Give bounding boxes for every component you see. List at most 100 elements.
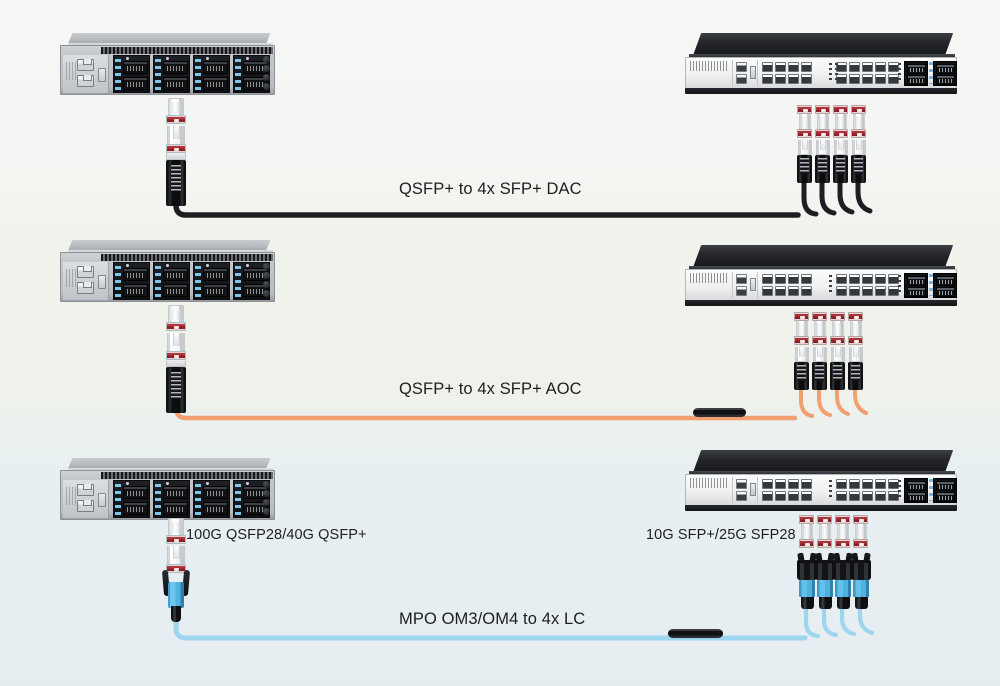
qsfp-cage[interactable]	[163, 284, 188, 297]
switch-right-aoc[interactable]	[685, 245, 957, 307]
management-port-group[interactable]	[732, 272, 758, 298]
pull-tab-icon[interactable]	[795, 321, 808, 336]
pull-tab-icon[interactable]	[168, 305, 184, 322]
sfp28-transceiver-right[interactable]	[798, 515, 815, 548]
usb-port[interactable]	[98, 275, 106, 289]
rj45-port[interactable]	[77, 266, 94, 278]
usb-port[interactable]	[750, 483, 756, 496]
qsfp-cage[interactable]	[123, 502, 148, 515]
qsfp-port-group[interactable]	[113, 262, 150, 300]
qsfp-aoc-connector-left[interactable]	[165, 305, 187, 413]
qsfp-cage[interactable]	[163, 77, 188, 90]
sfp-port-group[interactable]	[933, 61, 957, 86]
rj45-port-group[interactable]	[836, 61, 914, 86]
usb-port[interactable]	[750, 278, 756, 291]
qsfp-cage[interactable]	[163, 486, 188, 499]
rj45-console-port[interactable]	[736, 62, 747, 72]
qsfp-port-group[interactable]	[193, 262, 230, 300]
sfp-port-group[interactable]	[904, 273, 928, 298]
sfp-aoc-connector-right[interactable]	[847, 312, 864, 390]
rj45-port[interactable]	[77, 282, 94, 294]
rj45-port[interactable]	[77, 484, 94, 496]
qsfp-cage[interactable]	[203, 77, 228, 90]
usb-port[interactable]	[98, 493, 106, 507]
management-port-group[interactable]	[732, 477, 758, 503]
usb-port[interactable]	[750, 66, 756, 79]
pull-tab-icon[interactable]	[852, 114, 865, 129]
sfp-port-group[interactable]	[933, 273, 957, 298]
sfp-aoc-connector-right[interactable]	[811, 312, 828, 390]
rj45-port[interactable]	[77, 59, 94, 71]
qsfp-cage[interactable]	[123, 486, 148, 499]
sfp28-transceiver-right[interactable]	[852, 515, 869, 548]
sfp-port-group[interactable]	[904, 478, 928, 503]
qsfp-cage[interactable]	[123, 268, 148, 281]
pull-tab-icon[interactable]	[816, 114, 829, 129]
pull-tab-icon[interactable]	[168, 518, 184, 535]
qsfp-cage[interactable]	[203, 502, 228, 515]
pull-tab-icon[interactable]	[168, 98, 184, 115]
switch-left-dac[interactable]	[60, 33, 275, 95]
rj45-port-group[interactable]	[762, 273, 826, 298]
switch-right-dac[interactable]	[685, 33, 957, 95]
qsfp-port-group[interactable]	[113, 55, 150, 93]
pull-tab-icon[interactable]	[813, 321, 826, 336]
rj45-console-port[interactable]	[736, 274, 747, 284]
rj45-port[interactable]	[77, 75, 94, 87]
qsfp-cage[interactable]	[203, 61, 228, 74]
sfp-aoc-connector-right[interactable]	[793, 312, 810, 390]
rj45-port-group[interactable]	[844, 61, 904, 86]
switch-left-aoc[interactable]	[60, 240, 275, 302]
rj45-port-group[interactable]	[836, 478, 914, 503]
rj45-port-group[interactable]	[836, 273, 914, 298]
qsfp-port-group[interactable]	[193, 55, 230, 93]
qsfp-port-group[interactable]	[193, 480, 230, 518]
qsfp-port-group[interactable]	[153, 480, 190, 518]
pull-tab-icon[interactable]	[834, 114, 847, 129]
sfp-dac-connector-right[interactable]	[850, 105, 867, 183]
sfp-dac-connector-right[interactable]	[832, 105, 849, 183]
qsfp-cage[interactable]	[163, 268, 188, 281]
switch-left-mpo[interactable]	[60, 458, 275, 520]
pull-tab-icon[interactable]	[818, 524, 831, 539]
qsfp-cage[interactable]	[123, 61, 148, 74]
pull-tab-icon[interactable]	[831, 321, 844, 336]
rj45-port[interactable]	[77, 500, 94, 512]
usb-port[interactable]	[98, 68, 106, 82]
qsfp28-transceiver-left[interactable]	[165, 518, 187, 573]
rj45-mgmt-port[interactable]	[736, 286, 747, 296]
lc-duplex-connector[interactable]	[797, 560, 817, 609]
lc-duplex-connector[interactable]	[833, 560, 853, 609]
lc-duplex-connector[interactable]	[815, 560, 835, 609]
qsfp-cage[interactable]	[123, 284, 148, 297]
lc-duplex-connector[interactable]	[851, 560, 871, 609]
qsfp-cage[interactable]	[203, 486, 228, 499]
qsfp-port-group[interactable]	[153, 262, 190, 300]
management-port-group[interactable]	[732, 60, 758, 86]
switch-right-mpo[interactable]	[685, 450, 957, 512]
qsfp-cage[interactable]	[163, 502, 188, 515]
sfp-port-group[interactable]	[933, 478, 957, 503]
sfp28-transceiver-right[interactable]	[834, 515, 851, 548]
qsfp-port-group[interactable]	[153, 55, 190, 93]
pull-tab-icon[interactable]	[854, 524, 867, 539]
rj45-port-group[interactable]	[762, 478, 826, 503]
rj45-mgmt-port[interactable]	[736, 74, 747, 84]
qsfp-cage[interactable]	[243, 502, 268, 515]
sfp-dac-connector-right[interactable]	[814, 105, 831, 183]
qsfp-cage[interactable]	[163, 61, 188, 74]
rj45-mgmt-port[interactable]	[736, 491, 747, 501]
rj45-console-port[interactable]	[736, 479, 747, 489]
pull-tab-icon[interactable]	[836, 524, 849, 539]
sfp-aoc-connector-right[interactable]	[829, 312, 846, 390]
qsfp-cage[interactable]	[203, 268, 228, 281]
pull-tab-icon[interactable]	[800, 524, 813, 539]
qsfp-port-group[interactable]	[113, 480, 150, 518]
qsfp-dac-connector-left[interactable]	[165, 98, 187, 206]
sfp-dac-connector-right[interactable]	[796, 105, 813, 183]
sfp-port-group[interactable]	[904, 61, 928, 86]
sfp28-transceiver-right[interactable]	[816, 515, 833, 548]
qsfp-cage[interactable]	[203, 284, 228, 297]
rj45-port-group[interactable]	[762, 61, 826, 86]
qsfp-cage[interactable]	[123, 77, 148, 90]
